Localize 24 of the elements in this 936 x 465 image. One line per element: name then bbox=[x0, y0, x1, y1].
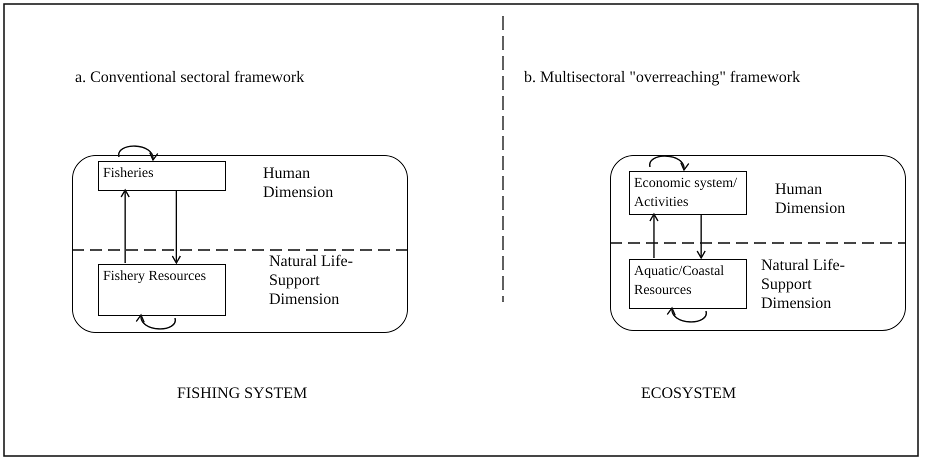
sector-box bbox=[629, 171, 747, 215]
sector-box bbox=[98, 161, 226, 191]
arrow bbox=[649, 155, 688, 171]
system-label: FISHING SYSTEM bbox=[177, 384, 308, 403]
box-label: Fisheries bbox=[102, 165, 155, 183]
dimension-label: Natural Life-Support Dimension bbox=[761, 256, 846, 313]
sector-box bbox=[98, 264, 226, 316]
arrow bbox=[172, 190, 182, 264]
panel-title: a. Conventional sectoral framework bbox=[75, 68, 304, 87]
box-label: Economic system/ Activities bbox=[633, 175, 738, 212]
panel-title: b. Multisectoral "overreaching" framework bbox=[524, 68, 800, 87]
system-label: ECOSYSTEM bbox=[641, 384, 736, 403]
box-label: Fishery Resources bbox=[102, 268, 208, 286]
dimension-label: Human Dimension bbox=[263, 164, 334, 202]
arrow bbox=[696, 214, 706, 259]
arrow bbox=[649, 213, 659, 258]
dimension-label: Natural Life-Support Dimension bbox=[269, 252, 354, 309]
arrow bbox=[136, 314, 176, 330]
arrow bbox=[120, 189, 130, 263]
sector-box bbox=[629, 259, 747, 309]
box-label: Aquatic/Coastal Resources bbox=[633, 263, 726, 300]
arrow bbox=[118, 145, 158, 161]
dimension-label: Human Dimension bbox=[775, 180, 846, 218]
arrow bbox=[668, 307, 707, 323]
